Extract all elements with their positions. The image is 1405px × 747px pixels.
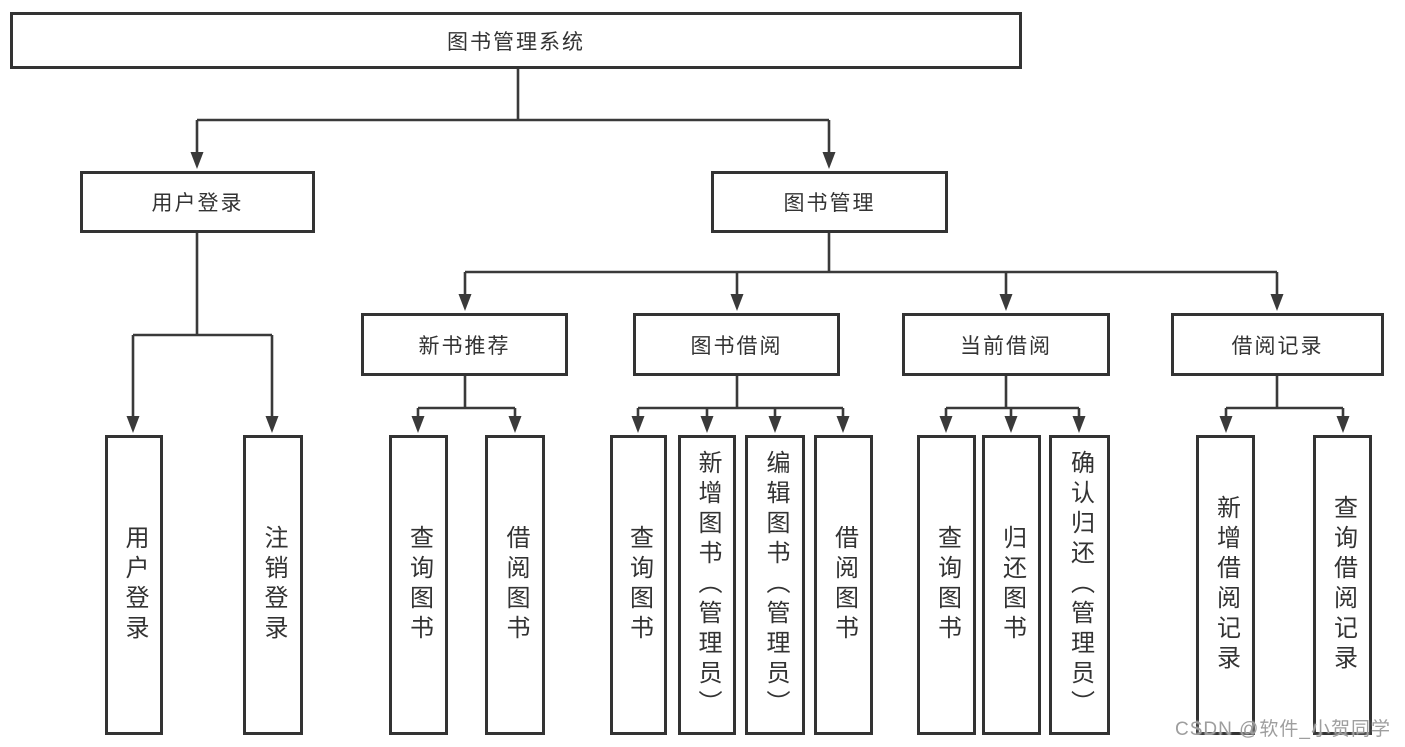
leaf-borrow-books-1: 借阅图书 [485, 435, 545, 735]
node-book-borrowing: 图书借阅 [633, 313, 840, 376]
leaf-return-book: 归还图书 [982, 435, 1041, 735]
arrowhead [1072, 416, 1086, 433]
arrowhead [190, 152, 204, 169]
arrowhead [1336, 416, 1350, 433]
arrowhead [411, 416, 425, 433]
arrowhead [730, 294, 744, 311]
leaf-query-borrow-record: 查询借阅记录 [1313, 435, 1372, 735]
arrowhead [458, 294, 472, 311]
arrowhead [1270, 294, 1284, 311]
leaf-query-books-2: 查询图书 [610, 435, 667, 735]
node-current-borrowing: 当前借阅 [902, 313, 1110, 376]
arrowhead [265, 416, 279, 433]
arrowhead [768, 416, 782, 433]
leaf-logout: 注销登录 [243, 435, 303, 735]
arrowhead [631, 416, 645, 433]
leaf-query-books-1: 查询图书 [389, 435, 448, 735]
arrowhead [126, 416, 140, 433]
leaf-user-login: 用户登录 [105, 435, 163, 735]
leaf-add-book-admin: 新增图书（管理员） [678, 435, 736, 735]
arrowhead [939, 416, 953, 433]
csdn-watermark: CSDN @软件_小贺同学 [1175, 719, 1391, 740]
node-library-management-system: 图书管理系统 [10, 12, 1022, 69]
node-book-management-branch: 图书管理 [711, 171, 948, 233]
leaf-borrow-books-2: 借阅图书 [814, 435, 873, 735]
leaf-confirm-return-admin: 确认归还（管理员） [1049, 435, 1110, 735]
arrowhead [1004, 416, 1018, 433]
leaf-query-books-3: 查询图书 [917, 435, 976, 735]
arrowhead [836, 416, 850, 433]
arrowhead [508, 416, 522, 433]
leaf-add-borrow-record: 新增借阅记录 [1196, 435, 1255, 735]
node-user-login-branch: 用户登录 [80, 171, 315, 233]
arrowhead [822, 152, 836, 169]
leaf-edit-book-admin: 编辑图书（管理员） [745, 435, 805, 735]
node-borrowing-records: 借阅记录 [1171, 313, 1384, 376]
arrowhead [1219, 416, 1233, 433]
node-new-book-recommendation: 新书推荐 [361, 313, 568, 376]
arrowhead [700, 416, 714, 433]
arrowhead [999, 294, 1013, 311]
